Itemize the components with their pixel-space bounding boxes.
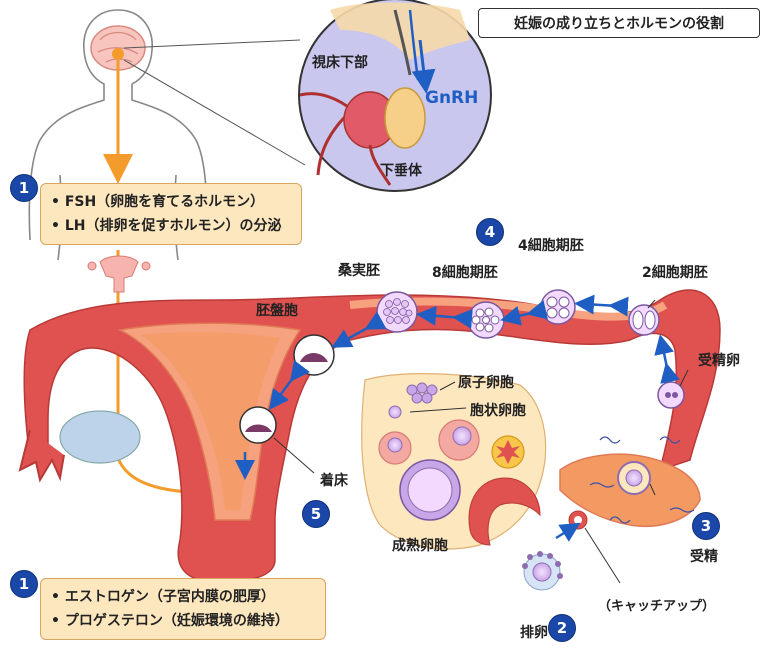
pickup-label: （キャッチアップ） <box>598 599 716 614</box>
pituitary-hormone-line-1: • FSH（卵胞を育てるホルモン） <box>51 194 265 210</box>
2cell-label: 2細胞期胚 <box>642 265 708 281</box>
fertilization-label: 受精 <box>690 549 718 565</box>
embryo-blastocyst <box>293 334 335 376</box>
small-uterus-icon <box>87 255 151 293</box>
morula-label: 桑実胚 <box>338 263 380 279</box>
brain-inset <box>298 0 492 192</box>
uterus <box>18 289 721 583</box>
step-2-badge: 2 <box>548 614 576 642</box>
step-1-badge-top: 1 <box>10 174 38 202</box>
ovary-section <box>361 373 588 591</box>
fimbria-right <box>559 453 701 527</box>
step-1-badge-bottom: 1 <box>10 570 38 598</box>
ovulation-label: 排卵 <box>520 625 548 641</box>
step-5-badge: 5 <box>302 500 330 528</box>
embryo-2cell <box>628 304 660 336</box>
step-4-badge: 4 <box>476 218 504 246</box>
primordial-follicle-label: 原子卵胞 <box>458 375 514 391</box>
pituitary-hormone-box: • FSH（卵胞を育てるホルモン） • LH（排卵を促すホルモン）の分泌 <box>40 183 302 245</box>
4cell-label: 4細胞期胚 <box>518 238 584 254</box>
zygote-label: 受精卵 <box>698 353 740 369</box>
8cell-label: 8細胞期胚 <box>432 265 498 281</box>
blastocyst-label: 胚盤胞 <box>256 303 298 319</box>
pituitary-hormone-line-2: • LH（排卵を促すホルモン）の分泌 <box>51 218 282 234</box>
embryo-4cell <box>540 289 576 325</box>
page-title: 妊娠の成り立ちとホルモンの役割 <box>478 8 760 38</box>
embryo-morula <box>376 291 418 333</box>
ovarian-hormone-box: • エストロゲン（子宮内膜の肥厚） • プロゲステロン（妊娠環境の維持） <box>40 578 326 640</box>
ovarian-hormone-line-1: • エストロゲン（子宮内膜の肥厚） <box>51 589 275 605</box>
step-3-badge: 3 <box>692 512 720 540</box>
implantation-label: 着床 <box>320 473 348 489</box>
hypothalamus-label: 視床下部 <box>312 55 368 71</box>
antral-follicle-label: 胞状卵胞 <box>470 403 526 419</box>
brain <box>90 25 146 71</box>
embryo-implanting <box>239 406 277 444</box>
pituitary-label: 下垂体 <box>380 163 422 179</box>
embryo-8cell <box>467 301 505 339</box>
ovarian-hormone-line-2: • プロゲステロン（妊娠環境の維持） <box>51 613 289 629</box>
mature-follicle-label: 成熟卵胞 <box>392 538 448 554</box>
gnrh-label: GnRH <box>425 88 479 108</box>
